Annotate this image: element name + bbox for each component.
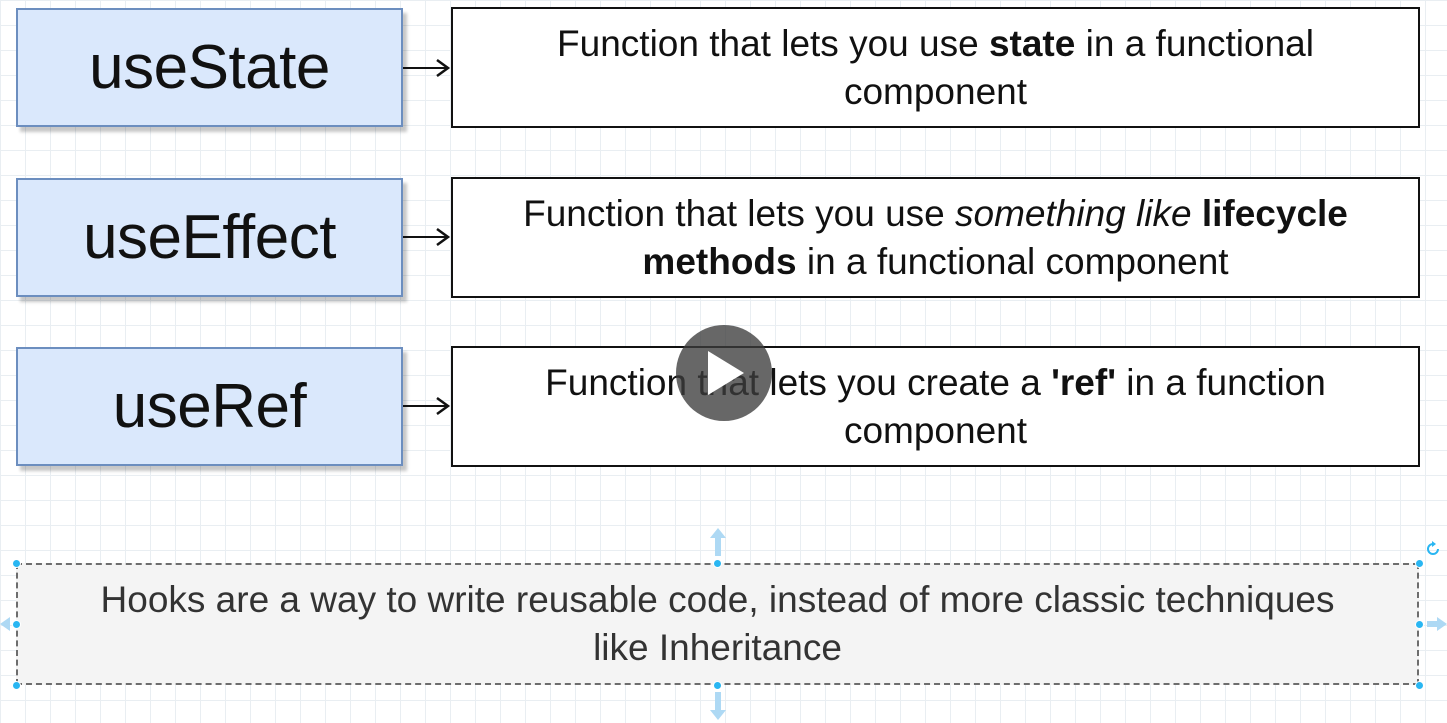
resize-handle-bottom-right[interactable] <box>1415 681 1424 690</box>
connector-arrow-useref <box>403 396 451 416</box>
description-box-usestate[interactable]: Function that lets you use state in a fu… <box>451 7 1420 128</box>
play-button[interactable] <box>676 325 772 421</box>
resize-handle-right[interactable] <box>1415 620 1424 629</box>
resize-handle-bottom[interactable] <box>713 681 722 690</box>
description-text: Function that lets you use something lik… <box>523 192 1348 282</box>
hook-box-usestate[interactable]: useState <box>16 8 403 127</box>
hook-box-useeffect[interactable]: useEffect <box>16 178 403 297</box>
play-icon <box>708 351 744 395</box>
description-box-useref[interactable]: Function that lets you create a 'ref' in… <box>451 346 1420 467</box>
rotate-handle-icon[interactable] <box>1424 540 1442 558</box>
description-box-useeffect[interactable]: Function that lets you use something lik… <box>451 177 1420 298</box>
connect-arrow-right-icon[interactable] <box>1427 616 1447 632</box>
hook-label: useEffect <box>83 203 336 272</box>
resize-handle-top[interactable] <box>713 559 722 568</box>
connector-arrow-useeffect <box>403 227 451 247</box>
resize-handle-left[interactable] <box>12 620 21 629</box>
hook-label: useState <box>89 33 330 102</box>
resize-handle-top-left[interactable] <box>12 559 21 568</box>
connect-arrow-down-icon[interactable] <box>708 692 728 720</box>
note-text: Hooks are a way to write reusable code, … <box>100 579 1335 668</box>
connect-arrow-up-icon[interactable] <box>708 528 728 556</box>
connector-arrow-usestate <box>403 58 451 78</box>
resize-handle-bottom-left[interactable] <box>12 681 21 690</box>
hook-box-useref[interactable]: useRef <box>16 347 403 466</box>
connect-arrow-left-icon[interactable] <box>0 616 10 632</box>
description-text: Function that lets you create a 'ref' in… <box>545 361 1326 451</box>
resize-handle-top-right[interactable] <box>1415 559 1424 568</box>
note-box-selected[interactable]: Hooks are a way to write reusable code, … <box>16 563 1419 685</box>
hook-label: useRef <box>112 372 307 441</box>
description-text: Function that lets you use state in a fu… <box>557 22 1314 112</box>
